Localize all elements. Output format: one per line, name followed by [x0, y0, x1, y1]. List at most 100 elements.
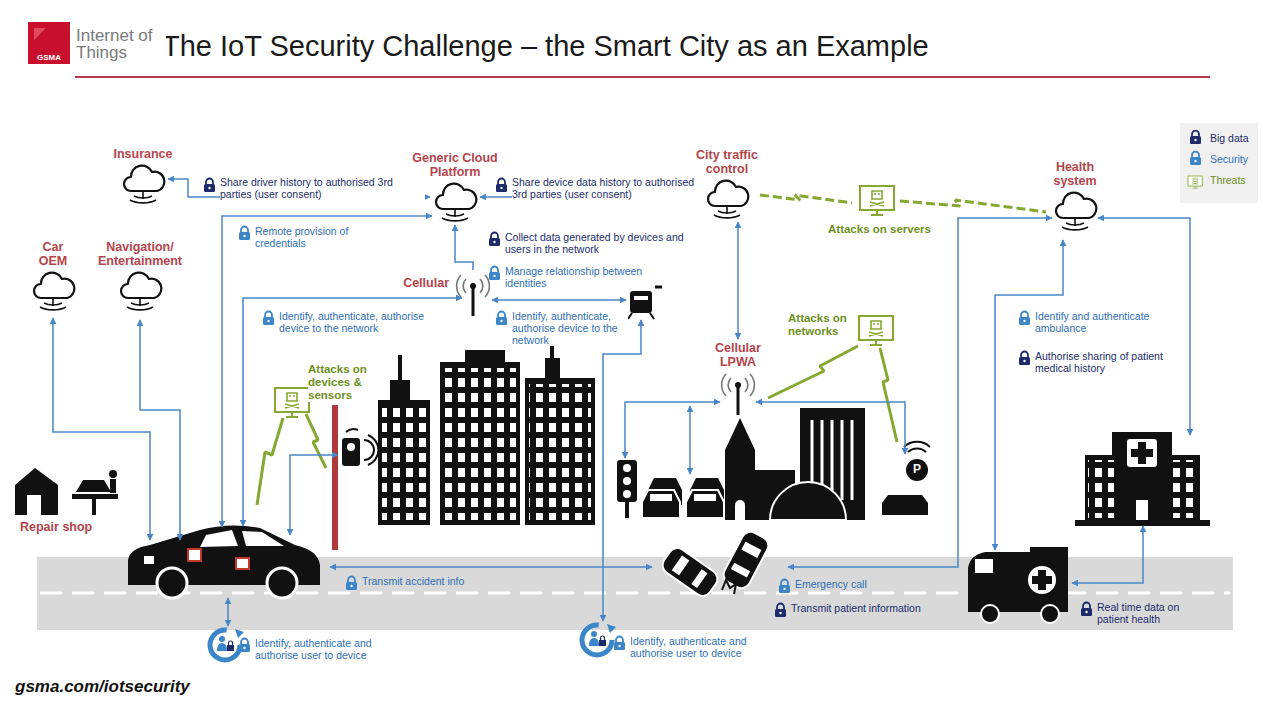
- lock-icon: [491, 233, 498, 239]
- lock-icon: [1081, 603, 1092, 617]
- hospital: [1088, 460, 1114, 518]
- ambulance: [968, 547, 1068, 623]
- car: [157, 568, 187, 598]
- sensor-pole: [332, 405, 378, 550]
- repair-shop: [76, 480, 111, 492]
- antenna-icon: [720, 371, 756, 415]
- cloud-icon: [130, 191, 156, 203]
- antenna-icon: [722, 374, 755, 396]
- lock-icon: [1190, 152, 1201, 166]
- traffic-cars: [694, 494, 716, 501]
- lock-icon: [489, 233, 500, 247]
- antenna-icon: [472, 288, 475, 316]
- parking: [882, 495, 928, 515]
- lock-icon: [267, 320, 269, 322]
- repair-shop: [15, 468, 118, 515]
- ambulance: [1041, 605, 1059, 623]
- car: [200, 530, 284, 547]
- traffic-cars: [650, 494, 672, 501]
- repair-shop: [92, 499, 96, 515]
- repair-shop: [72, 494, 118, 499]
- lock-icon: [1190, 136, 1201, 144]
- node-heading: Generic Cloud Platform: [408, 151, 503, 179]
- cloud-icon: [436, 184, 476, 209]
- cloud-icon: [1062, 218, 1088, 230]
- label: Identify and authenticate ambulance: [1035, 310, 1173, 334]
- church-and-hall: [725, 418, 755, 520]
- lock-icon: [1083, 603, 1090, 609]
- crashed-cars: [722, 580, 736, 594]
- lock-icon: [489, 272, 500, 280]
- connector: [455, 225, 473, 270]
- lock-icon: [498, 179, 505, 185]
- lock-icon: [489, 238, 500, 246]
- cloud-icon: [442, 209, 468, 221]
- node-heading: Health system: [1040, 160, 1110, 188]
- repair-shop: [109, 470, 117, 478]
- crashed-cars: [720, 529, 771, 592]
- crashed-cars: [741, 542, 761, 558]
- lock-icon: [241, 639, 248, 645]
- threat-monitors: [275, 388, 309, 417]
- connector: [737, 222, 739, 339]
- ambulance: [981, 605, 999, 623]
- car: [267, 568, 297, 598]
- caption: gsma.com/iotsecurity: [15, 677, 190, 697]
- data-wires: [689, 406, 691, 474]
- lock-icon: [616, 637, 623, 643]
- repair-shop: [110, 479, 116, 493]
- cloud-node: Health system: [1040, 160, 1110, 232]
- threat-monitors: [275, 176, 1202, 417]
- lock-icon: [493, 241, 495, 243]
- antenna-icon: [455, 272, 491, 316]
- label: Real time data on patient health: [1097, 601, 1202, 625]
- lock-icon: [491, 267, 498, 273]
- label: GSMA: [28, 52, 70, 64]
- attack-bolts: [768, 346, 858, 398]
- data-wires: [788, 218, 1052, 567]
- sensor-pole: [342, 438, 360, 466]
- skyscrapers: [440, 350, 520, 525]
- cloud-icon: [120, 163, 166, 205]
- label: Emergency call: [795, 578, 867, 590]
- cloud-node: Car OEM: [30, 240, 76, 312]
- lock-icon: [1019, 352, 1030, 366]
- car: [188, 549, 201, 561]
- data-wires: [603, 320, 641, 621]
- data-wires: [53, 216, 1190, 626]
- attack-bolts: [257, 418, 283, 505]
- lock-icon: [241, 227, 248, 233]
- crashed-cars: [720, 529, 771, 592]
- cloud-icon: [117, 270, 163, 312]
- logo: [28, 22, 70, 64]
- traffic-cars: [642, 490, 680, 518]
- data-wires: [492, 299, 626, 301]
- skyscrapers: [378, 340, 595, 525]
- logo: [28, 22, 70, 64]
- node-heading: Cellular LPWA: [708, 341, 768, 369]
- label: Transmit accident info: [362, 575, 464, 587]
- hospital: [1172, 460, 1198, 518]
- diagram-title: The IoT Security Challenge – the Smart C…: [162, 30, 929, 63]
- data-wires: [625, 402, 720, 458]
- lock-icon: [239, 232, 250, 240]
- lock-icon: [1021, 312, 1028, 318]
- lock-icon: [614, 637, 625, 651]
- lock-icon: [496, 312, 507, 326]
- lock-icon: [206, 179, 213, 185]
- cloud-icon: [30, 270, 76, 312]
- data-wires: [1072, 526, 1143, 583]
- lock-icon: [1021, 352, 1028, 358]
- traffic-light: [625, 502, 629, 518]
- label: Attacks on networks: [788, 312, 858, 338]
- threat-monitors: [860, 186, 894, 215]
- church-and-hall: [725, 408, 865, 520]
- lock-icon: [496, 179, 507, 193]
- skyscrapers: [444, 368, 516, 520]
- lock-icon: [779, 580, 790, 594]
- label: P: [913, 463, 921, 475]
- car: [144, 556, 154, 564]
- repair-shop: [15, 468, 58, 515]
- lock-icon: [498, 312, 505, 318]
